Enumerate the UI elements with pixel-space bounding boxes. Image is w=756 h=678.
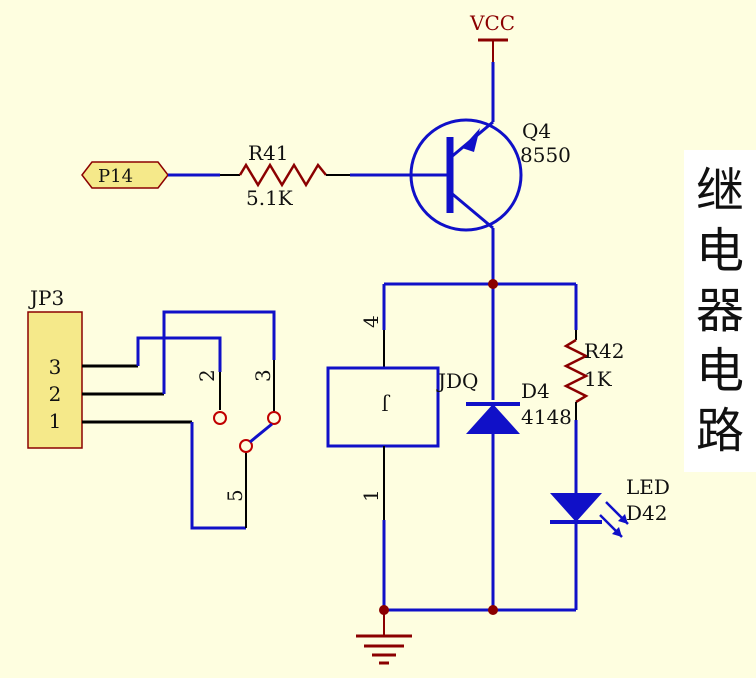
r41-ref: R41 [248,141,289,165]
q4-ref: Q4 [522,119,551,143]
title-char: 电 [695,343,744,399]
title-char: 路 [695,403,744,459]
jp3-ref: JP3 [28,286,64,310]
junction-dot [488,605,498,615]
relay-pin-1: 1 [359,489,383,502]
d4-value: 4148 [521,405,572,429]
relay-ref: JDQ [436,369,478,393]
vcc-label: VCC [469,11,515,35]
q4-value: 8550 [520,143,571,167]
r42-ref: R42 [584,339,625,363]
resistor-r41: R41 5.1K [220,141,350,210]
port-p14-label: P14 [98,166,133,187]
contact-nc [213,411,227,425]
relay-pin-4: 4 [359,315,383,328]
jp3-pin-2: 2 [49,382,62,406]
switch-pin-2: 2 [195,369,219,382]
port-p14: P14 [81,161,169,189]
jp3-pin-1: 1 [49,409,62,433]
junction-dot [488,279,498,289]
circuit-title: 继 电 器 电 路 [684,150,756,472]
d4-ref: D4 [521,379,550,403]
switch-pin-5: 5 [223,489,247,502]
title-char: 电 [695,223,744,279]
diode-d4: D4 4148 [466,284,572,610]
led-designator: D42 [626,501,667,525]
resistor-r42: R42 1K [563,284,625,420]
relay-switch: 2 3 5 [195,369,281,502]
ground-symbol [356,610,412,665]
contact-common [239,439,253,453]
connector-jp3: JP3 3 2 1 [27,286,83,449]
relay-coil-symbol: J [381,393,390,414]
transistor-q4: Q4 8550 [409,118,571,232]
r42-value: 1K [584,367,613,391]
led-d42: LED D42 [550,420,670,610]
title-char: 器 [695,283,744,339]
contact-no [267,411,281,425]
switch-pin-3: 3 [251,369,275,382]
jp3-pin-3: 3 [49,355,62,379]
title-char: 继 [695,163,744,219]
led-ref: LED [626,475,670,499]
r41-value: 5.1K [246,186,294,210]
vcc-power-symbol: VCC [469,11,515,122]
relay-coil-jdq: J 4 1 JDQ [326,284,478,610]
